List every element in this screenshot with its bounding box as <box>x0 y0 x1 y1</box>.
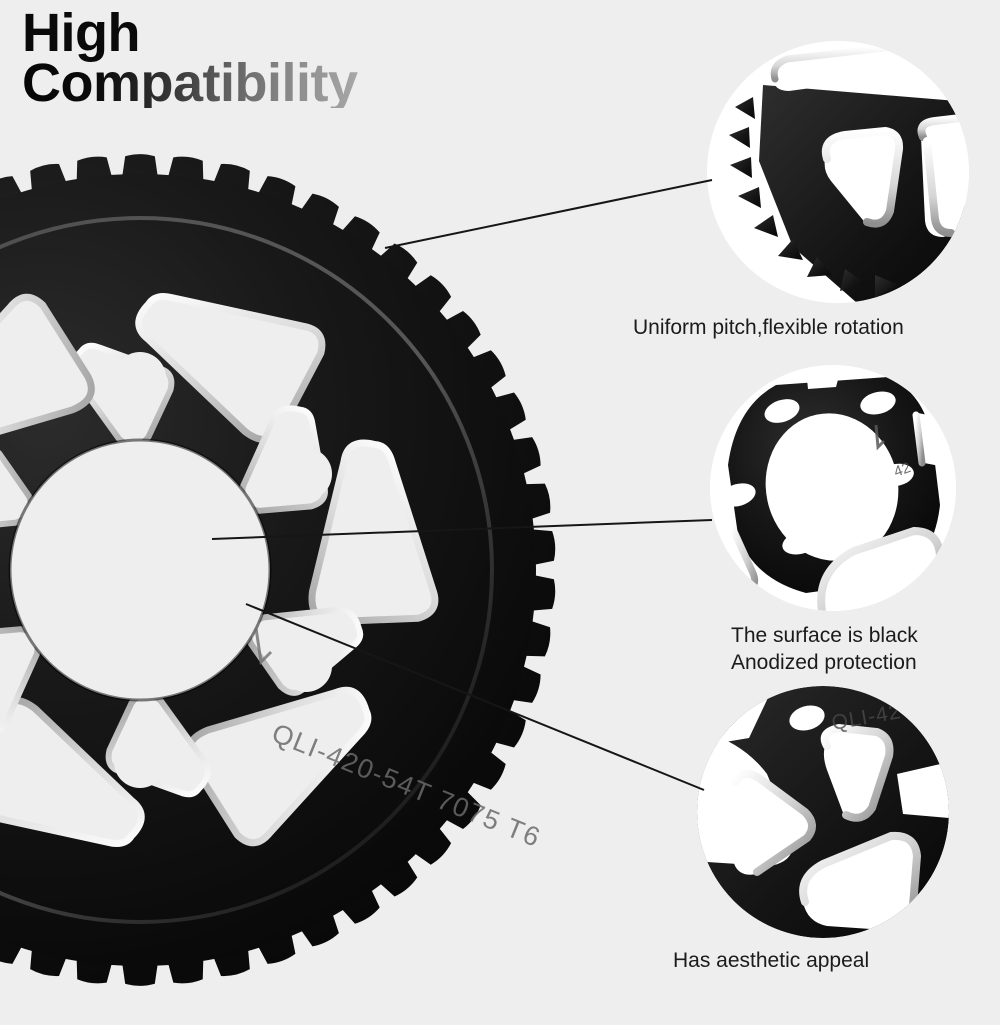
callout-bubble-teeth <box>707 41 969 303</box>
spoke-window-large <box>136 294 325 442</box>
spoke-window-small <box>0 445 34 532</box>
spoke-window-small-chamfer <box>239 405 328 514</box>
svg-text:42: 42 <box>892 459 913 481</box>
spoke-window-small-chamfer <box>0 444 35 534</box>
spoke-cutout-group <box>0 293 95 534</box>
callout-caption-teeth: Uniform pitch,flexible rotation <box>633 316 904 339</box>
product-image-sprocket: QLI-420-54T 7075 T6 <box>0 120 590 1025</box>
infographic-canvas: QLI-420-54T 7075 T6 <box>0 3 969 986</box>
page-title: High Compatibility <box>22 3 358 114</box>
spoke-window-large-chamfer <box>0 293 95 454</box>
page-title-line1: High <box>22 3 140 63</box>
spoke-window-small <box>0 626 40 734</box>
spoke-window-small-chamfer <box>105 691 211 798</box>
spoke-window-large <box>0 294 94 452</box>
spoke-window-large-chamfer <box>0 697 145 848</box>
spoke-cutout-group <box>0 626 41 735</box>
spoke-window-large <box>0 698 144 846</box>
rim-sheen <box>0 216 494 924</box>
callout-caption-aesthetic: Has aesthetic appeal <box>673 949 870 972</box>
page-title-line2: Compatibility <box>22 53 358 114</box>
spoke-window-small-chamfer <box>0 626 41 735</box>
center-bore <box>8 438 272 702</box>
callout-bubble-aesthetic: QLI-420 <box>697 686 949 938</box>
spoke-window-large-chamfer <box>135 292 326 443</box>
callout-bubble-anodize: 42 <box>710 365 956 611</box>
callout-caption-anodize: The surface is black Anodized protection <box>731 624 918 674</box>
